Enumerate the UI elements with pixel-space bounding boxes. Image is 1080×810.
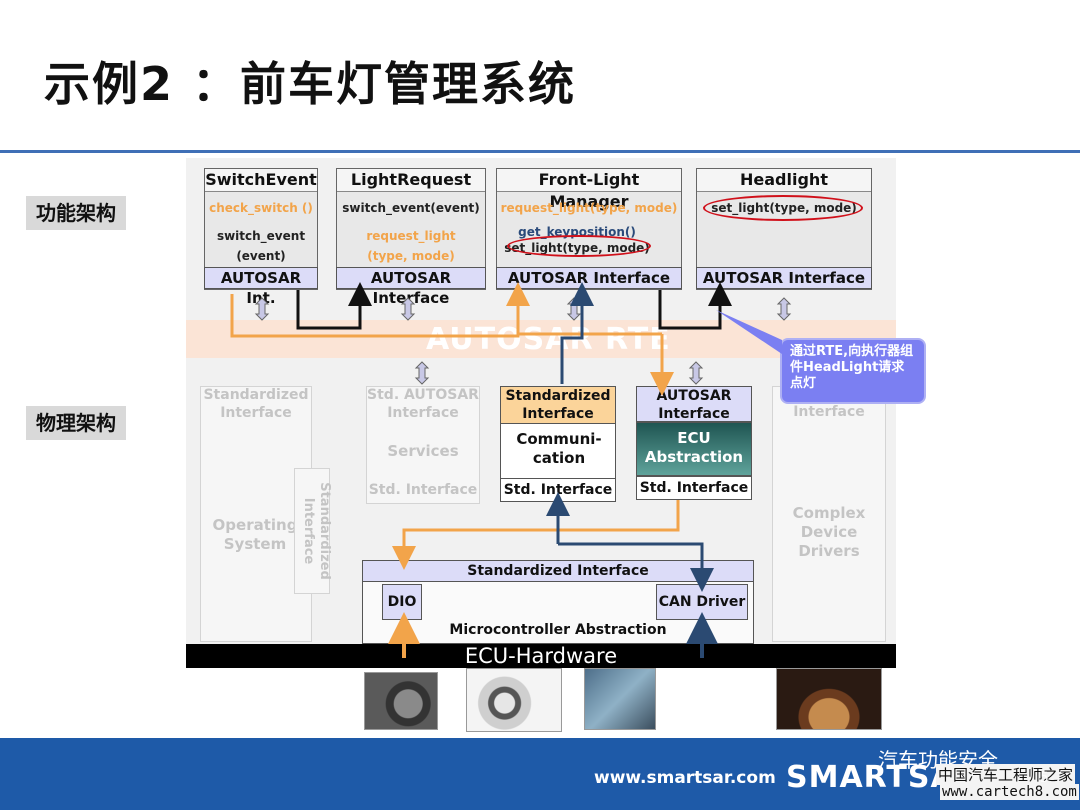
- faded-os-column: [200, 386, 312, 642]
- footer-url: www.smartsar.com: [594, 768, 776, 788]
- ecu-hardware-bar: ECU-Hardware: [186, 644, 896, 668]
- watermark-cartech-cn: 中国汽车工程师之家: [936, 764, 1076, 785]
- rte-link-ecu-abstraction: [688, 361, 704, 385]
- footer-bar: [0, 738, 1080, 810]
- swc-light-request: LightRequest switch_event(event) request…: [336, 168, 486, 307]
- faded-complex-device-drivers-column: [772, 386, 886, 642]
- arrow-switch-event-to-light-request: [296, 282, 372, 330]
- arrow-orange-ecu-to-dio: [392, 500, 680, 570]
- swc-switch-event-title: SwitchEvent: [205, 169, 317, 192]
- arrow-navy-comm-to-can: [558, 542, 714, 592]
- faded-services-column: [366, 386, 480, 504]
- bsw-standardized-interface-mcal: Standardized Interface: [362, 560, 754, 582]
- light-switch-thumbnail: [364, 672, 438, 730]
- switch-event-func-event-param: (event): [236, 249, 286, 263]
- swc-switch-event: SwitchEvent check_switch () switch_event…: [204, 168, 318, 307]
- swc-headlight: Headlight set_light(type, mode) AUTOSAR …: [696, 168, 872, 290]
- highlight-ellipse-headlight-set-light: [703, 195, 863, 221]
- faded-std-autosar-interface: Std. AUTOSAR Interface: [367, 387, 479, 421]
- rte-link-headlight: [776, 297, 792, 321]
- title-divider: [0, 150, 1080, 153]
- swc-switch-event-interface: AUTOSAR Int.: [204, 267, 318, 307]
- ecu-board-thumbnail: [584, 668, 656, 730]
- rte-callout: 通过RTE,向执行器组件HeadLight请求点灯: [780, 338, 926, 404]
- arrow-orange-switch-to-flm: [230, 282, 530, 338]
- faded-operating-system: Operating System: [212, 516, 298, 553]
- light-request-func-switch-event: switch_event(event): [342, 201, 480, 215]
- faded-complex-device-drivers: Complex Device Drivers: [792, 504, 866, 560]
- swc-headlight-title: Headlight: [697, 169, 871, 192]
- bsw-communication: Communi- cation: [516, 430, 602, 467]
- headlight-thumbnail: [466, 668, 562, 732]
- bsw-standardized-interface-comm: Standardized Interface: [500, 386, 616, 424]
- switch-event-func-switch-event: switch_event: [216, 229, 306, 243]
- highlight-ellipse-flm-set-light: [507, 235, 651, 257]
- swc-front-light-manager: Front-Light Manager request_light(type, …: [496, 168, 682, 290]
- faded-services: Services: [387, 442, 459, 460]
- slide-title: 示例2 ：前车灯管理系统: [44, 57, 577, 111]
- flm-func-request-light: request_light(type, mode): [500, 201, 678, 215]
- rte-link-front-light-manager: [566, 297, 582, 321]
- switch-event-func-check-switch: check_switch (): [209, 201, 313, 215]
- rte-link-services: [414, 361, 430, 385]
- autosar-architecture-diagram: AUTOSAR RTE SwitchEvent check_switch () …: [186, 158, 896, 668]
- label-physical-architecture: 物理架构: [26, 406, 126, 440]
- swc-headlight-interface: AUTOSAR Interface: [696, 267, 872, 289]
- faded-std-interface-services: Std. Interface: [368, 482, 478, 498]
- rte-link-light-request: [400, 297, 416, 321]
- light-request-func-request-light: request_light: [366, 229, 456, 243]
- faded-standardized-interface-left: Standardized Interface: [203, 387, 309, 421]
- light-request-func-type-mode: (type, mode): [367, 249, 455, 263]
- bsw-std-interface-ecu: Std. Interface: [636, 476, 752, 500]
- swc-light-request-title: LightRequest: [337, 169, 485, 192]
- signal-arrows: [230, 282, 792, 658]
- arrow-navy-comm-to-flm: [560, 282, 594, 384]
- arrow-flm-to-headlight: [658, 282, 732, 330]
- faded-interface-right: Interface: [793, 404, 865, 420]
- page-number: 5: [1040, 770, 1049, 786]
- swc-light-request-interface: AUTOSAR Interface: [336, 267, 486, 307]
- rte-label: AUTOSAR RTE: [426, 322, 671, 357]
- bsw-ecu-abstraction: ECU Abstraction: [636, 422, 752, 476]
- dashboard-thumbnail: [776, 668, 882, 730]
- rte-link-switch-event: [254, 297, 270, 321]
- label-functional-architecture: 功能架构: [26, 196, 126, 230]
- callout-pointer: [716, 310, 782, 354]
- bsw-microcontroller-abstraction: Microcontroller Abstraction: [449, 622, 667, 638]
- faded-vertical-interface-box: [294, 468, 330, 594]
- swc-front-light-manager-title: Front-Light Manager: [497, 169, 681, 211]
- watermark-cartech-url: www.cartech8.com: [940, 784, 1079, 800]
- bsw-autosar-interface-ecu: AUTOSAR Interface: [636, 386, 752, 422]
